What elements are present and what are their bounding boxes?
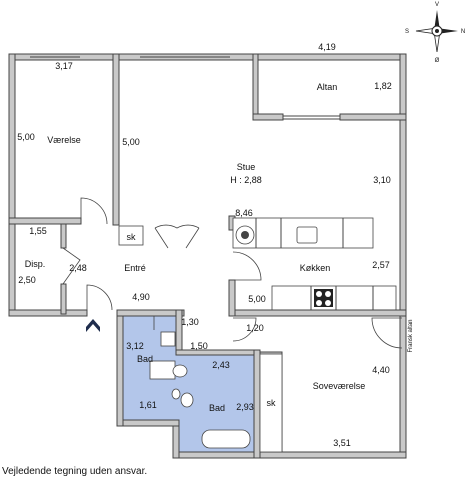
stove-burner (325, 300, 331, 306)
door-stue-double (154, 224, 200, 229)
toilet-icon (180, 392, 194, 408)
door-entrance (86, 284, 113, 311)
wall-bath1-west (116, 309, 124, 427)
disp-width-label: 1,55 (29, 226, 47, 236)
stove-burner (325, 291, 331, 297)
stue-length-label: 5,00 (122, 137, 140, 147)
door-disp (62, 247, 81, 285)
bedroom-width-label: 4,40 (372, 365, 390, 375)
entre-length-label: 4,90 (132, 292, 150, 302)
compass-north: V (435, 2, 439, 8)
kitchen-counter-lower (271, 285, 397, 311)
stove-burner (316, 300, 322, 306)
bedroom-name: Soveværelse (313, 381, 366, 391)
door-kitchen (232, 251, 262, 281)
fransk-altan-label: Fransk altan (408, 319, 414, 352)
wall-bath1-south (116, 419, 180, 427)
bad1-width-label: 3,12 (126, 341, 144, 351)
wall-west (8, 53, 16, 317)
compass-west: S (405, 29, 409, 35)
wall-bath2-east (253, 349, 261, 459)
koekken-width-label: 2,57 (372, 260, 390, 270)
bath1-sink-icon (160, 331, 176, 347)
disp-name: Disp. (25, 259, 46, 269)
door-stue-double (154, 227, 200, 249)
wall-stue-north-right (252, 113, 284, 121)
wall-stue-east (339, 113, 407, 121)
wall-altan-west (252, 53, 259, 121)
bathtub-icon (201, 429, 251, 449)
koekken-name: Køkken (300, 263, 331, 273)
bad1-length-label: 1,61 (139, 400, 157, 410)
door-bath1 (132, 315, 155, 330)
wall-disp-east (60, 223, 67, 249)
bedroom-door-120-label: 1,20 (246, 323, 264, 333)
stue-total-label: 8,46 (235, 208, 253, 218)
door-fransk-altan (371, 317, 403, 349)
entre-width-label: 2,48 (69, 263, 87, 273)
compass-east: N (461, 29, 465, 35)
altan-width-label: 4,19 (318, 42, 336, 52)
vaerelse-length-label: 5,00 (17, 132, 35, 142)
closet-entre (118, 225, 144, 246)
ventilation-fan-center (241, 231, 249, 239)
sk-label-entre: sk (127, 232, 137, 242)
stue-name: Stue (237, 162, 256, 172)
corridor-150-label: 1,50 (190, 341, 208, 351)
bad2-name: Bad (209, 403, 225, 413)
wall-vaerelse-south (8, 217, 82, 225)
bath1-fixture (171, 388, 181, 400)
stue-width-label: 3,10 (373, 175, 391, 185)
wall-east (399, 117, 407, 459)
wall-bath2-north (175, 349, 261, 356)
corridor-130-label: 1,30 (181, 317, 199, 327)
bad2-width-label: 2,43 (212, 360, 230, 370)
closet-bedroom (259, 353, 283, 453)
bath1-shower-tray (149, 360, 176, 380)
wall-kitchen-south (228, 309, 407, 317)
compass-south: Ø (435, 58, 440, 64)
sk-label-bedroom: sk (267, 398, 277, 408)
altan-name: Altan (317, 82, 338, 92)
entre-name: Entré (124, 263, 146, 273)
wall-bath1-north (116, 309, 185, 317)
toilet-icon (172, 364, 188, 378)
kitchen-sink-icon (296, 226, 318, 244)
bad2-length-label: 2,93 (236, 402, 254, 412)
bedroom-length-label: 3,51 (333, 438, 351, 448)
door-bedroom (232, 317, 257, 342)
bad1-name: Bad (137, 354, 153, 364)
disclaimer-text: Vejledende tegning uden ansvar. (2, 466, 148, 477)
disp-length-label: 2,50 (18, 275, 36, 285)
stove-burner (316, 291, 322, 297)
door-vaerelse (80, 197, 108, 225)
compass-rose-icon (415, 10, 458, 53)
wall-kitchen-west-low (228, 279, 236, 317)
wall-west-low (8, 309, 88, 317)
wall-disp-east-low (60, 283, 67, 315)
koekken-length-label: 5,00 (248, 294, 266, 304)
wall-vaerelse-east (112, 53, 120, 226)
stue-height-label: H : 2,88 (230, 175, 262, 185)
entrance-arrow-icon (86, 319, 100, 332)
wall-south (172, 451, 407, 459)
vaerelse-width-label: 3,17 (55, 61, 73, 71)
vaerelse-name: Værelse (47, 135, 81, 145)
altan-depth-label: 1,82 (374, 81, 392, 91)
